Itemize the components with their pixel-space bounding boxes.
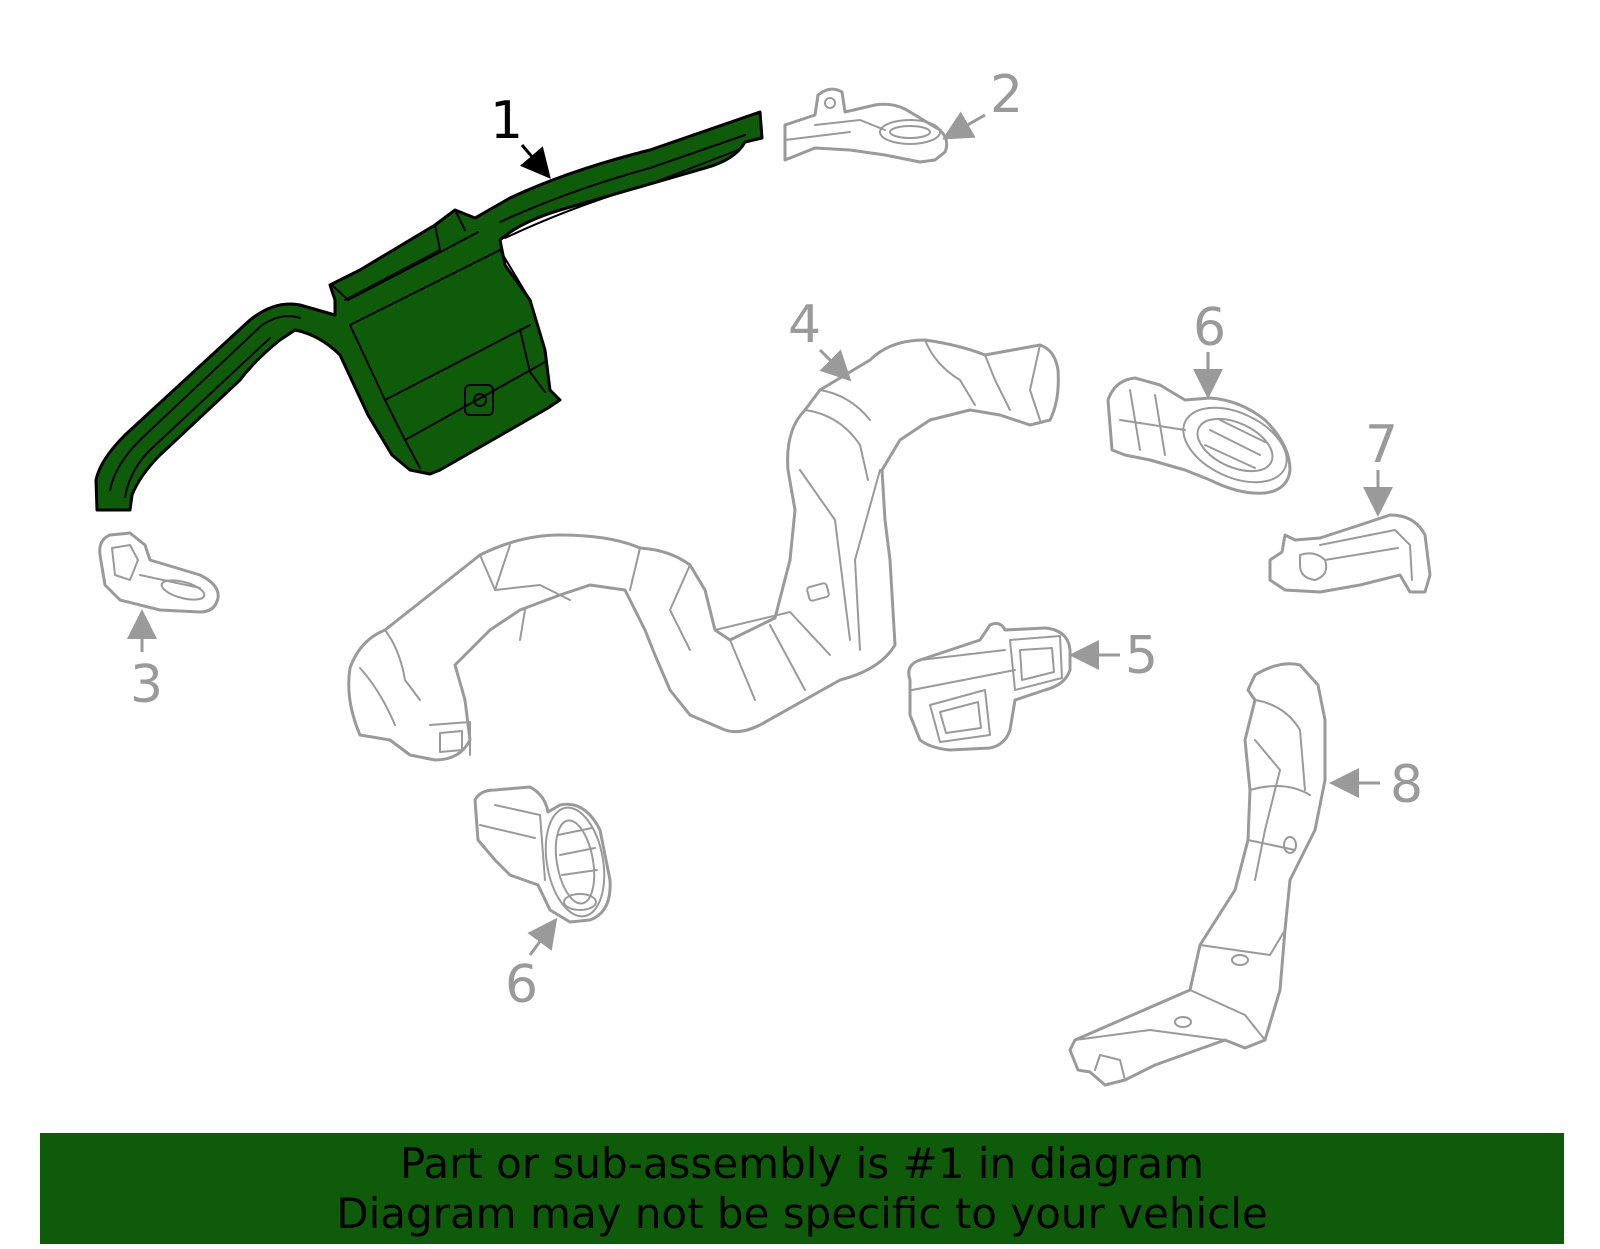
part-3-bracket[interactable]: [98, 531, 220, 614]
info-banner: Part or sub-assembly is #1 in diagram Di…: [40, 1133, 1564, 1244]
callout-arrow-2: [942, 111, 986, 140]
callout-label-6a: 6: [1193, 298, 1226, 358]
callout-label-7: 7: [1365, 415, 1398, 475]
banner-line-2: Diagram may not be specific to your vehi…: [336, 1188, 1268, 1238]
callout-arrow-6b: [527, 917, 558, 956]
callout-label-4: 4: [788, 295, 821, 355]
callout-label-8: 8: [1390, 755, 1423, 815]
callout-label-6b: 6: [505, 955, 538, 1015]
part-5-outlet-vent[interactable]: [907, 621, 1072, 752]
callout-arrow-1: [519, 144, 551, 179]
callout-label-5: 5: [1125, 626, 1158, 686]
part-1-duct-assembly[interactable]: [94, 110, 764, 512]
part-6-vent-upper[interactable]: [1106, 376, 1298, 497]
callout-arrow-4: [818, 348, 852, 382]
part-2-bracket[interactable]: [783, 87, 949, 164]
part-4-main-duct[interactable]: [347, 338, 1060, 762]
callout-label-1: 1: [490, 91, 523, 151]
part-8-floor-duct[interactable]: [1068, 662, 1327, 1087]
part-7-duct[interactable]: [1268, 513, 1432, 594]
part-6-vent-lower[interactable]: [473, 785, 612, 924]
banner-line-1: Part or sub-assembly is #1 in diagram: [399, 1138, 1205, 1188]
callout-label-2: 2: [990, 65, 1023, 125]
callout-label-3: 3: [130, 655, 163, 715]
